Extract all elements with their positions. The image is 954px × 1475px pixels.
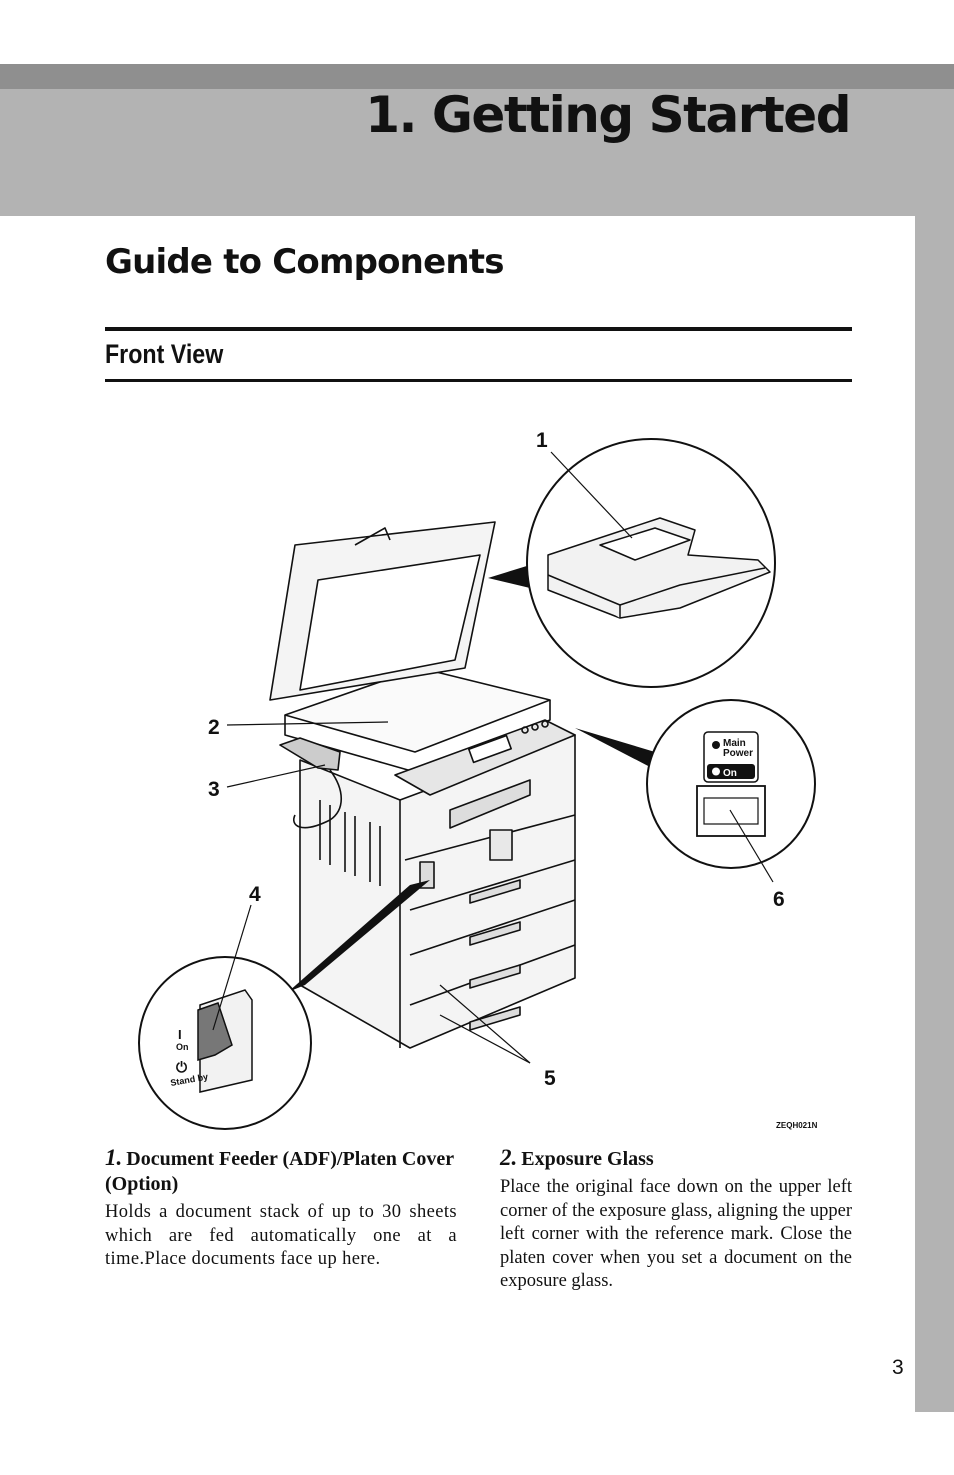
component-title-1: 1.Document Feeder (ADF)/Platen Cover (Op… <box>105 1145 457 1197</box>
callout-5: 5 <box>544 1067 556 1090</box>
component-number-1: 1. <box>105 1145 123 1170</box>
leader-line-5a <box>439 984 531 1064</box>
switch-on-symbol: I <box>178 1027 182 1042</box>
switch-standby-symbol: ⏻ <box>176 1059 187 1075</box>
component-body-2: Place the original face down on the uppe… <box>500 1177 852 1291</box>
power-on-label: On <box>723 768 737 779</box>
subsection-title: Front View <box>105 339 224 369</box>
component-title-text-2: Exposure Glass <box>521 1148 654 1170</box>
leader-line-3 <box>226 764 326 788</box>
component-description-1: 1.Document Feeder (ADF)/Platen Cover (Op… <box>105 1145 457 1272</box>
callout-6: 6 <box>773 888 785 911</box>
component-title-2: 2.Exposure Glass <box>500 1145 852 1172</box>
section-title: Guide to Components <box>105 242 504 282</box>
callout-2: 2 <box>208 716 220 739</box>
component-number-2: 2. <box>500 1145 518 1170</box>
thumb-tab-bar <box>915 216 954 1412</box>
section-rule-bottom <box>105 379 852 382</box>
leader-line-4 <box>212 904 252 1031</box>
chapter-band <box>0 89 954 216</box>
detail-circle-power <box>646 699 816 869</box>
page-number: 3 <box>892 1356 904 1379</box>
leader-line-1 <box>550 451 633 539</box>
switch-on-text: On <box>176 1042 189 1052</box>
callout-1: 1 <box>536 429 548 452</box>
main-power-label-2: Power <box>723 748 753 759</box>
figure-code: ZEQH021N <box>776 1121 818 1130</box>
handset-outline <box>279 737 341 771</box>
main-power-label-1: Main <box>723 738 746 749</box>
header-strip <box>0 64 954 89</box>
chapter-title: 1. Getting Started <box>365 86 851 144</box>
component-title-text-1: Document Feeder (ADF)/Platen Cover (Opti… <box>105 1148 454 1195</box>
section-rule-top <box>105 327 852 331</box>
leader-line-6 <box>729 809 774 883</box>
callout-3: 3 <box>208 778 220 801</box>
component-body-1: Holds a document stack of up to 30 sheet… <box>105 1202 457 1269</box>
leader-line-2 <box>226 721 389 726</box>
leader-line-5b <box>439 1014 531 1064</box>
component-description-2: 2.Exposure Glass Place the original face… <box>500 1145 852 1294</box>
callout-4: 4 <box>249 883 261 906</box>
